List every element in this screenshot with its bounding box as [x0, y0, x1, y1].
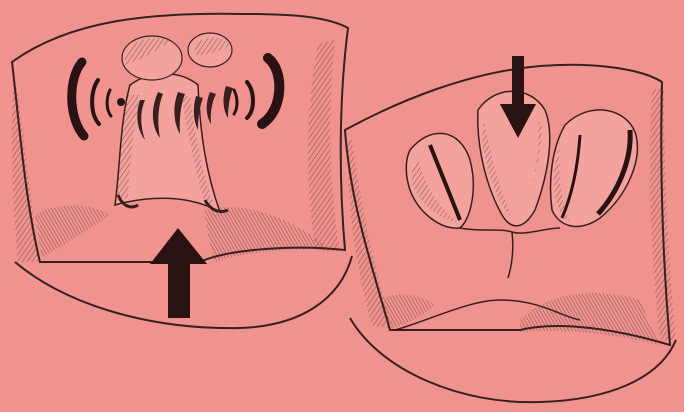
right-basin-shade: [520, 293, 660, 345]
left-wall-shade-left: [12, 70, 40, 262]
left-wave-marks-left: [72, 62, 125, 136]
left-wave-marks-right: [234, 58, 279, 124]
right-wall-shade-right: [650, 88, 676, 342]
left-basin-shade-2: [35, 206, 110, 258]
arrow-up-icon: [150, 228, 207, 318]
left-wall-shade-right: [308, 40, 340, 252]
left-panel: [12, 14, 352, 328]
right-coaptation-lines: [460, 228, 560, 278]
right-panel: [345, 56, 676, 402]
right-leaflet-right: [551, 110, 638, 226]
right-leaflet-left: [406, 133, 473, 228]
